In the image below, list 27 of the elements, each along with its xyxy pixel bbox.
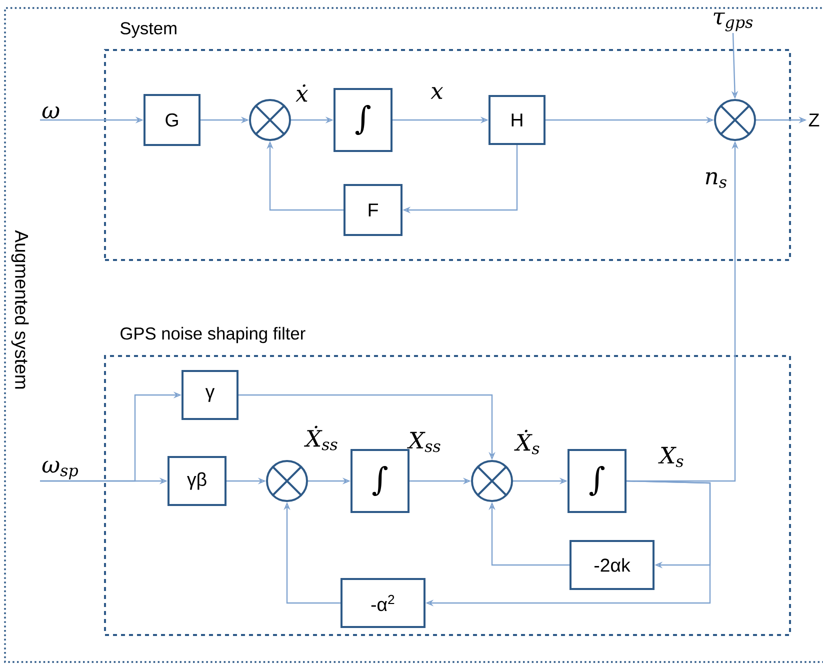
gain-box: γ bbox=[182, 370, 238, 420]
signal-label: τ$_{gps}$ bbox=[714, 12, 753, 32]
signal-label: X$_{ss}$ bbox=[407, 432, 440, 452]
integrator-box: ∫ bbox=[568, 449, 626, 513]
signal-label: Z bbox=[808, 114, 820, 126]
summing-junction bbox=[471, 460, 513, 502]
summing-junction bbox=[266, 460, 308, 502]
signal-label: ẋ bbox=[296, 84, 308, 102]
signal-label: Ẋ$_{ss}$ bbox=[304, 426, 338, 450]
gain-box: -2αk bbox=[570, 540, 654, 590]
summing-junction bbox=[249, 99, 291, 141]
gain-box: γβ bbox=[168, 456, 226, 506]
signal-label: x bbox=[430, 87, 444, 99]
summing-junction bbox=[714, 99, 756, 141]
integrator-box: ∫ bbox=[350, 449, 410, 513]
gain-box: -α$^{2}$ bbox=[340, 578, 426, 628]
integrator-box: ∫ bbox=[334, 88, 392, 152]
signal-label: ω$_{sp}$ bbox=[42, 460, 78, 480]
node-label: System bbox=[120, 22, 176, 38]
gain-box: F bbox=[344, 184, 402, 236]
gain-box: H bbox=[488, 95, 546, 145]
signal-label: X$_{s}$ bbox=[658, 446, 684, 468]
signal-label: n$_{s}$ bbox=[706, 172, 727, 188]
signal-label: ω bbox=[42, 106, 60, 118]
node-label: GPS noise shaping filter bbox=[120, 326, 306, 344]
gain-box: G bbox=[144, 94, 200, 146]
signal-label: Ẋ$_{s}$ bbox=[514, 430, 540, 454]
